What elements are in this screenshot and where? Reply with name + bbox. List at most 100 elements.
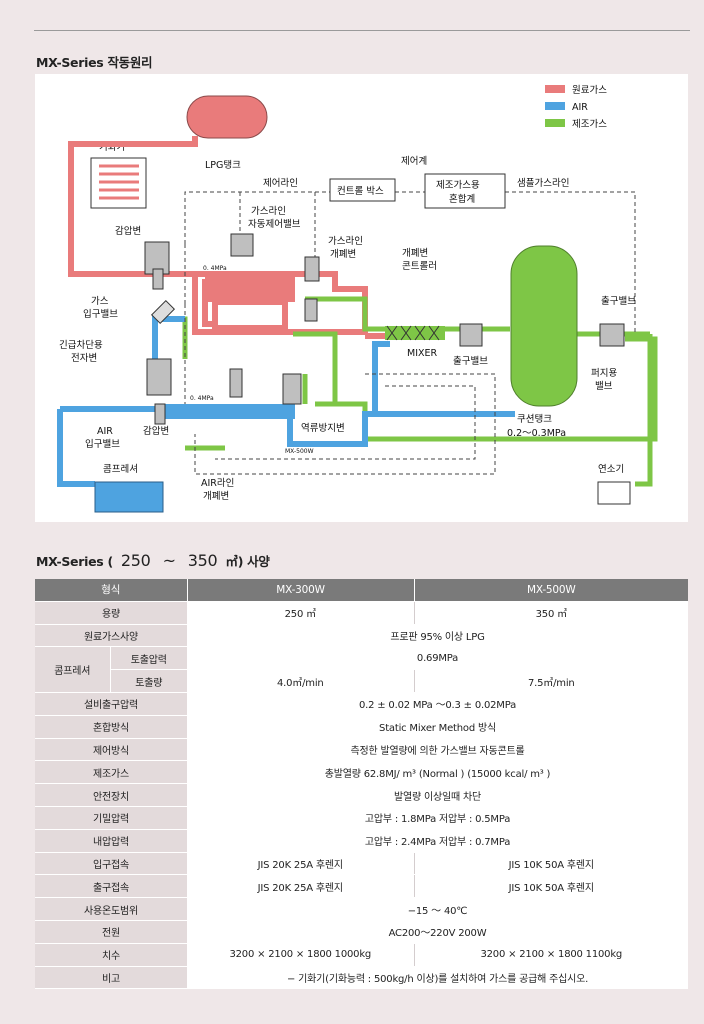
row-label-inlet: 입구접속 [35, 852, 188, 876]
legend-air: AIR [572, 102, 588, 113]
table-header-row: 형식 MX-300W MX-500W [35, 579, 689, 602]
onoff-controller-label-1: 개폐변 [402, 247, 428, 259]
burner [597, 481, 631, 505]
spec-range-high: 350 [187, 551, 218, 570]
raw-gas-header [205, 274, 295, 302]
row-label-raw-gas: 원료가스사양 [35, 624, 188, 648]
spec-table: 형식 MX-300W MX-500W 용량 250 ㎥ 350 ㎥ 원료가스사양… [35, 579, 689, 990]
gas-shutoff-label-2: 개폐변 [330, 248, 356, 260]
equipment-symbols [144, 233, 625, 425]
gas-inlet-label-1: 가스 [91, 296, 109, 307]
row-label-discharge-pressure: 토출압력 [109, 646, 188, 671]
header-mx300w: MX-300W [187, 579, 415, 602]
legend: 원료가스 AIR 제조가스 [545, 85, 607, 130]
table-row: 안전장치 발열량 이상일때 차단 [35, 783, 689, 807]
air-inlet-valve [154, 403, 166, 425]
gas-inlet-valve [152, 268, 164, 290]
air-header [165, 404, 295, 419]
buffer-tank-pressure: 0.2～0.3MPa [507, 428, 566, 439]
gas-shutoff-label-1: 가스라인 [328, 236, 363, 247]
top-rule [34, 30, 690, 31]
table-row: 사용온도범위 −15 ～ 40℃ [35, 897, 689, 921]
row-label-outlet-pressure: 설비출구압력 [35, 692, 188, 716]
control-line-label: 제어라인 [263, 178, 298, 189]
control-box [329, 178, 396, 202]
airtight-value: 고압부 : 1.8MPa 저압부 : 0.5MPa [187, 806, 689, 830]
mixer-label: MIXER [407, 348, 438, 359]
withstand-value: 고압부 : 2.4MPa 저압부 : 0.7MPa [187, 829, 689, 853]
spec-range-low: 250 [120, 551, 151, 570]
table-row: 원료가스사양 프로판 95% 이상 LPG [35, 624, 689, 648]
outlet-valve-mid [459, 323, 483, 347]
row-label-note: 비고 [35, 966, 188, 990]
legend-swatch-air [545, 102, 565, 110]
emergency-valve-label-2: 전자변 [71, 353, 97, 364]
table-row: 내압압력 고압부 : 2.4MPa 저압부 : 0.7MPa [35, 829, 689, 853]
gas-shutoff-valve [304, 256, 320, 282]
outlet-mx500w: JIS 10K 50A 후렌지 [414, 874, 689, 899]
sample-gas-line-label: 샘플가스라인 [517, 178, 569, 189]
dims-mx300w: 3200 × 2100 × 1800 1000kg [187, 943, 415, 967]
row-label-dims: 치수 [35, 943, 188, 967]
row-label-compressor: 콤프레셔 [35, 646, 110, 693]
gas-inlet-label-2: 입구밸브 [83, 308, 118, 320]
row-label-power: 전원 [35, 920, 188, 944]
outlet-valve-right-label: 출구밸브 [601, 296, 636, 307]
row-label-mixing: 혼합방식 [35, 715, 188, 739]
legend-raw-gas: 원료가스 [572, 85, 607, 96]
inlet-mx500w: JIS 10K 50A 후렌지 [414, 852, 689, 876]
mixer [385, 326, 445, 340]
vaporizer-label: 기화기 [99, 142, 125, 153]
calorimeter [424, 173, 506, 209]
emergency-solenoid-valve [150, 299, 176, 325]
row-label-capacity: 용량 [35, 601, 188, 625]
onoff-controller-label-2: 콘트롤러 [402, 261, 437, 272]
row-label-temp: 사용온도범위 [35, 897, 188, 921]
gas-auto-valve-actuator [230, 233, 254, 257]
section-title-spec: MX-Series ( 250 ~ 350 ㎥) 사양 [36, 551, 270, 570]
air-inlet-label-1: AIR [97, 426, 113, 437]
header-type: 형식 [35, 579, 188, 602]
temp-value: −15 ～ 40℃ [187, 897, 689, 921]
check-valve-label: 역류방지변 [301, 423, 345, 434]
control-box-label: 컨트롤 박스 [337, 186, 384, 197]
spec-range-tilde: ~ [162, 551, 176, 570]
control-system-label: 제어계 [401, 155, 427, 167]
mixing-value: Static Mixer Method 방식 [187, 715, 689, 739]
raw-gas-value: 프로판 95% 이상 LPG [187, 624, 689, 648]
air-line-valve-label-1: AIR라인 [201, 478, 234, 489]
calorimeter-label-2: 혼합계 [449, 193, 475, 205]
discharge-flow-mx500w: 7.5㎥/min [414, 669, 689, 693]
table-row: 기밀압력 고압부 : 1.8MPa 저압부 : 0.5MPa [35, 806, 689, 830]
capacity-mx500w: 350 ㎥ [414, 601, 689, 625]
table-row: 설비출구압력 0.2 ± 0.02 MPa ～0.3 ± 0.02MPa [35, 692, 689, 716]
power-value: AC200～220V 200W [187, 920, 689, 944]
emergency-valve-label-1: 긴급차단용 [59, 339, 103, 351]
buffer-tank-label: 쿠션탱크 [517, 414, 552, 425]
regulator-bottom [146, 358, 172, 396]
compressor-label: 콤프레셔 [103, 464, 138, 475]
row-label-safety: 안전장치 [35, 783, 188, 807]
row-label-outlet: 출구접속 [35, 874, 188, 899]
buffer-tank [510, 245, 578, 407]
header-mx500w: MX-500W [414, 579, 689, 602]
table-row: 입구접속 JIS 20K 25A 후렌지 JIS 10K 50A 후렌지 [35, 852, 689, 876]
vaporizer-coil [99, 164, 139, 200]
discharge-pressure-value: 0.69MPa [187, 646, 689, 671]
legend-product-gas: 제조가스 [572, 119, 607, 130]
table-row: 콤프레셔 토출압력 0.69MPa [35, 646, 689, 693]
outlet-mx300w: JIS 20K 25A 후렌지 [187, 874, 415, 899]
compressor [94, 481, 164, 513]
air-line-valve-label-2: 개폐변 [203, 490, 229, 502]
process-diagram-svg: 원료가스 AIR 제조가스 LPG탱크 기화기 MIXER 쿠션탱크 0.2～ [57, 85, 658, 513]
section-title-operation: MX-Series 작동원리 [36, 55, 153, 70]
calorimeter-label-1: 제조가스용 [436, 180, 480, 191]
mx-model-label: MX-500W [285, 448, 314, 455]
control-value: 측정한 발열량에 의한 가스밸브 자동콘트롤 [187, 738, 689, 762]
table-row: 혼합방식 Static Mixer Method 방식 [35, 715, 689, 739]
check-valve [282, 373, 302, 405]
purge-valve-label-2: 밸브 [595, 381, 613, 392]
table-row: 전원 AC200～220V 200W [35, 920, 689, 944]
discharge-flow-mx300w: 4.0㎥/min [187, 669, 415, 693]
table-row: 제조가스 총발열량 62.8MJ/ m³ (Normal ) (15000 kc… [35, 760, 689, 785]
